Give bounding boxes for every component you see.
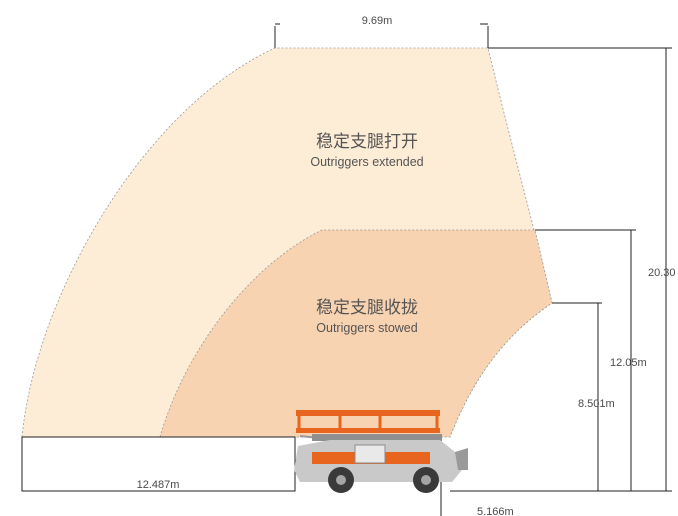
top-width-label: 9.69m [362,15,393,27]
edge-height-dimension: 8.501m [552,302,615,491]
stowed-zone-label-en: Outriggers stowed [316,321,417,335]
extended-zone-label-en: Outriggers extended [310,155,423,169]
platform-top-rail [296,410,440,416]
front-reach-label: 5.166m [477,506,514,516]
cab [354,444,386,464]
edge-height-label: 8.501m [578,398,615,410]
outriggers-stowed-zone [159,229,553,438]
rear-reach-dimension: 12.487m [21,436,296,492]
rear-reach-label: 12.487m [137,479,180,491]
boom [312,434,442,441]
telehandler-machine [294,410,468,493]
max-height-label: 20.30 [648,267,676,279]
stowed-zone-label-cn: 稳定支腿收拢 [316,298,418,318]
stowed-height-label: 12.05m [610,357,647,369]
stowed-height-dimension: 12.05m [535,229,647,491]
max-height-dimension: 20.30 [488,47,676,491]
platform-floor [296,428,440,433]
extended-zone-label-cn: 稳定支腿打开 [316,132,418,152]
top-width-dimension: 9.69m [274,15,489,48]
